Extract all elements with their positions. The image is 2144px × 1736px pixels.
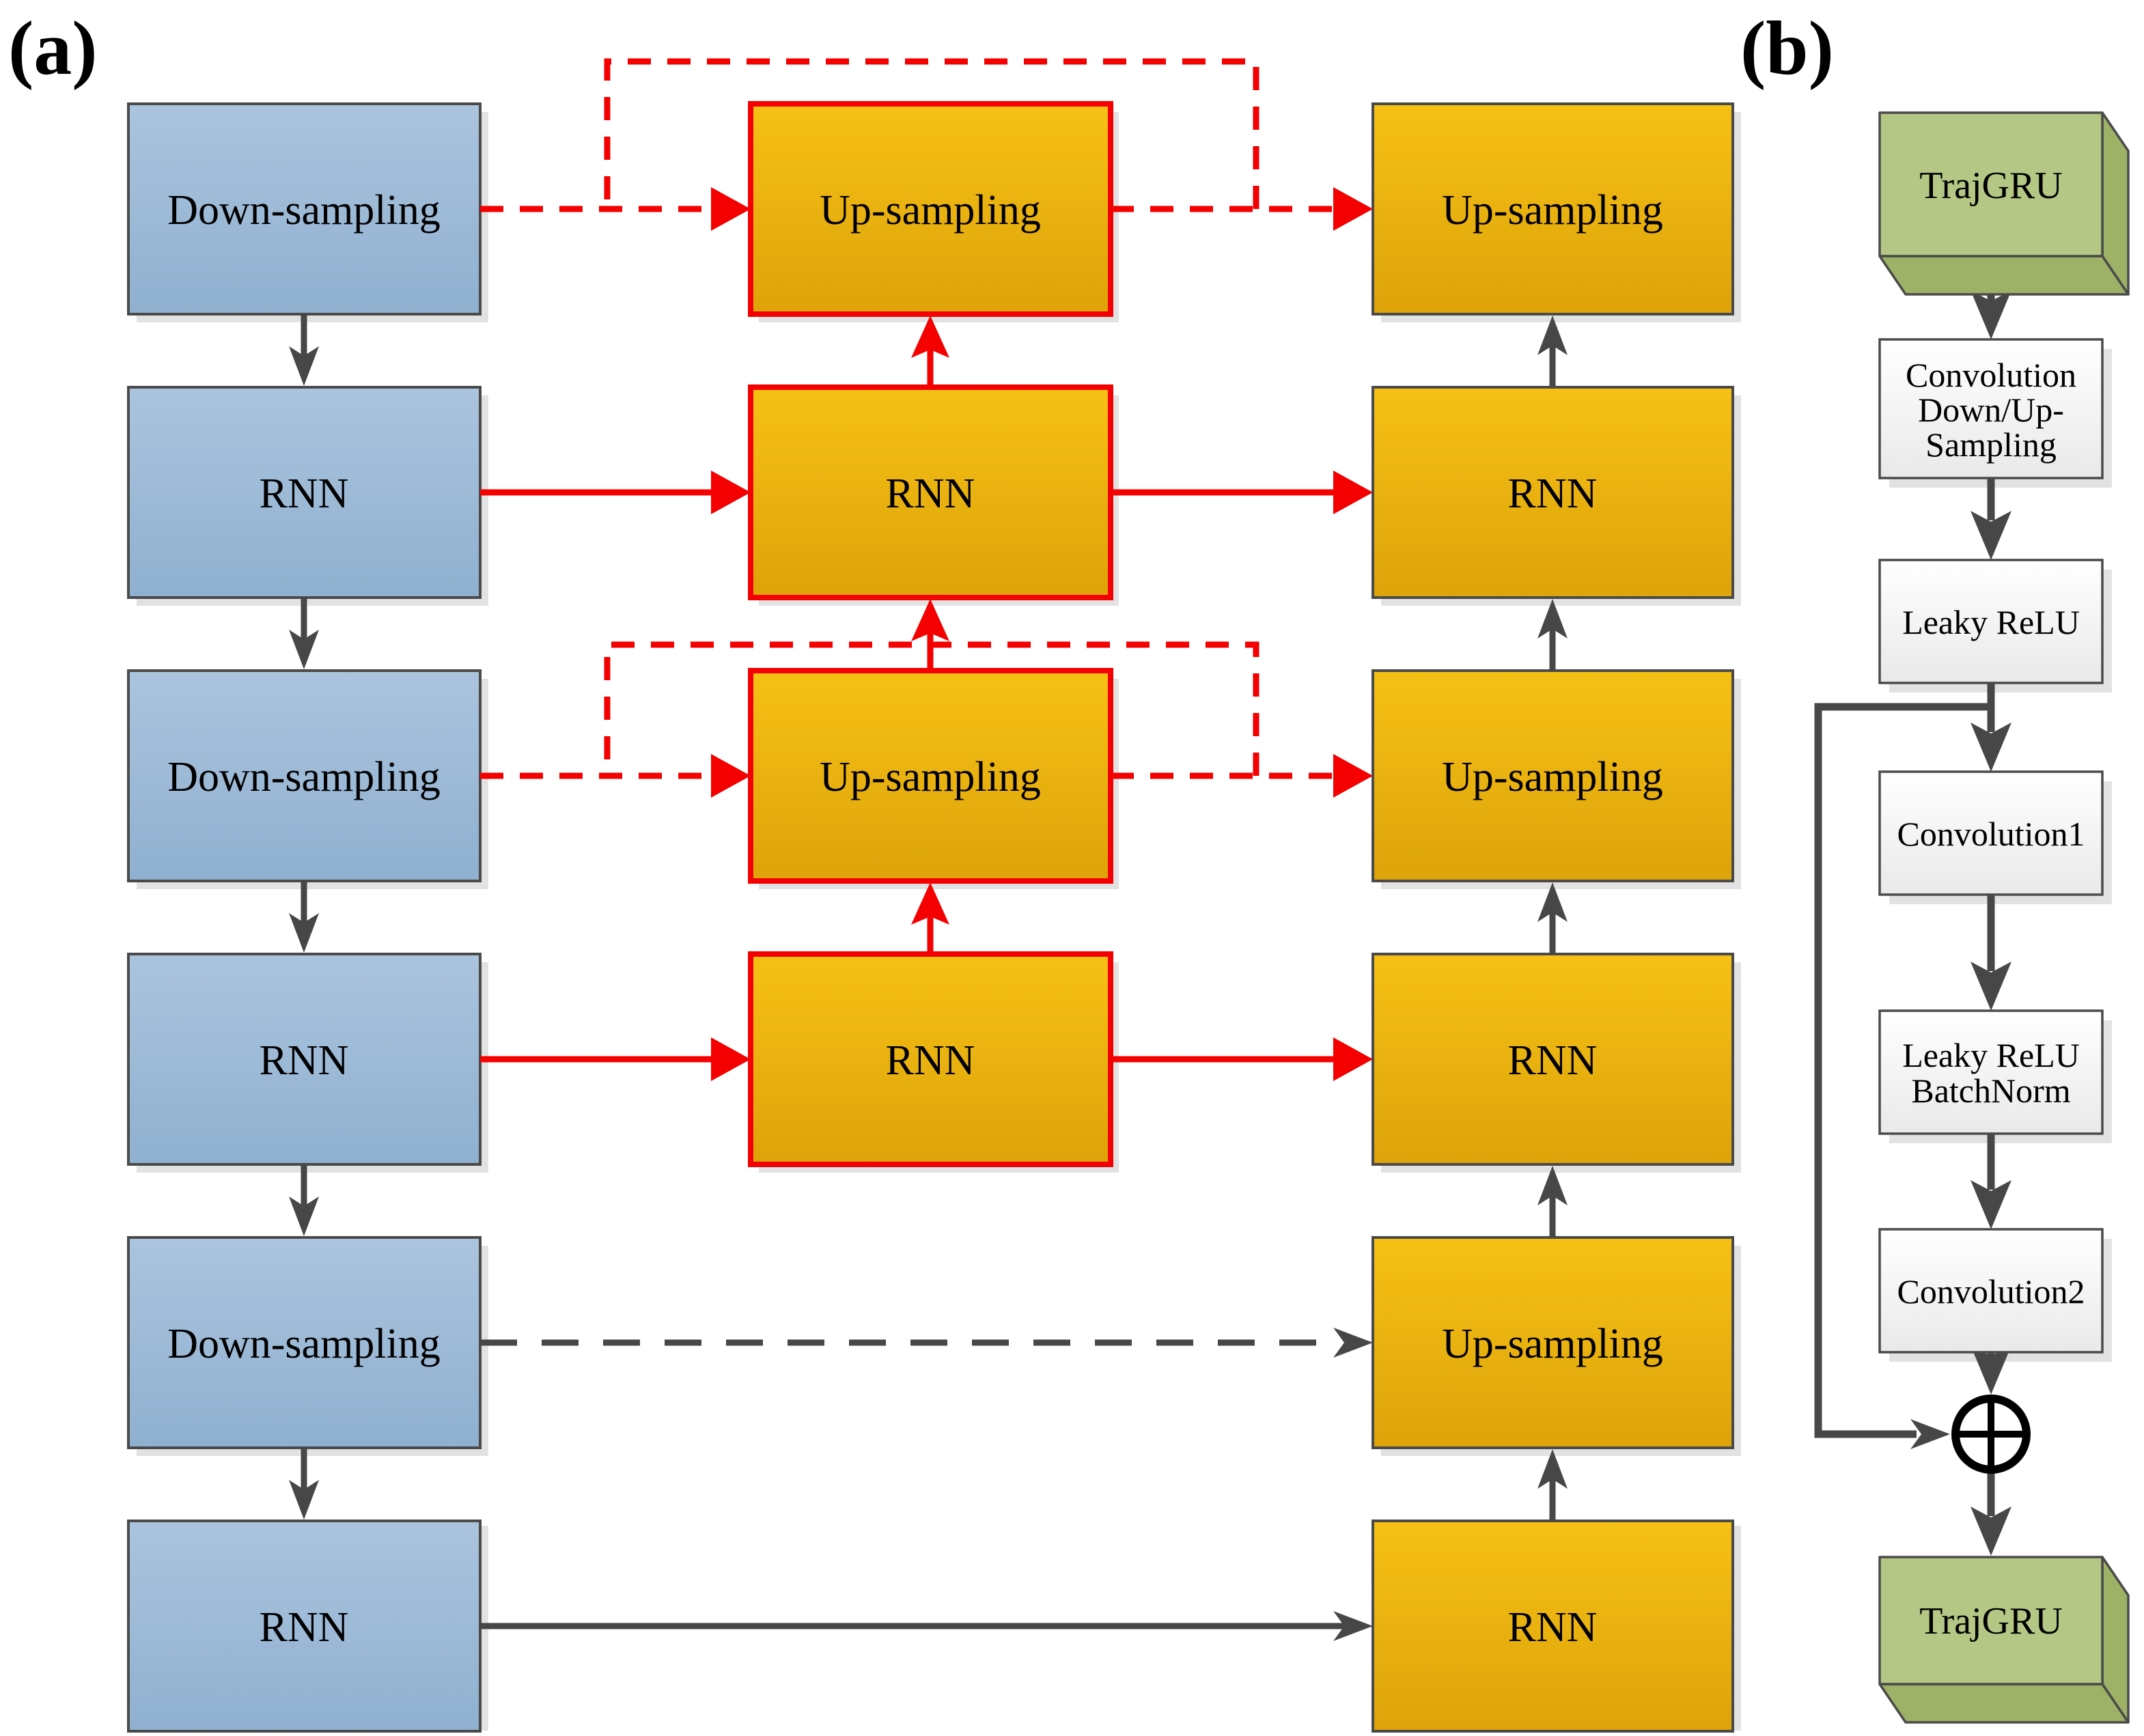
output-rnn3-box — [1372, 1520, 1734, 1733]
encoder-rnn3-label: RNN — [260, 1604, 349, 1651]
encoder-downsampling3-label: Down-sampling — [167, 1321, 441, 1367]
encoder-rnn2-label: RNN — [260, 1037, 349, 1084]
trajgru-top-box — [1878, 111, 2104, 257]
encoder-rnn1-label: RNN — [260, 471, 349, 517]
encoder-downsampling2-box — [127, 669, 482, 882]
output-upsampling3-box — [1372, 1236, 1734, 1449]
panel-a-label: (a) — [8, 6, 98, 91]
output-rnn1-box — [1372, 386, 1734, 599]
labels: (a) (b) Down-sampling RNN Down-sampling … — [8, 6, 2085, 1651]
leaky-relu-batchnorm-label-line2: BatchNorm — [1911, 1072, 2070, 1110]
convolution1-label: Convolution1 — [1897, 815, 2085, 853]
conv-sampling-box — [1878, 338, 2104, 479]
middle-upsampling1-label: Up-sampling — [820, 187, 1041, 234]
middle-column — [748, 101, 1113, 1167]
trajgru-top-bottom-face — [1878, 255, 2130, 296]
residual-block-boxes — [1878, 338, 2104, 1354]
trajgru-boxes — [1878, 111, 2130, 1724]
output-rnn1-label: RNN — [1508, 471, 1598, 517]
encoder-downsampling1-label: Down-sampling — [167, 187, 441, 234]
leaky-relu-box — [1878, 559, 2104, 684]
encoder-column — [127, 102, 482, 1733]
output-rnn2-label: RNN — [1508, 1037, 1598, 1084]
encoder-downsampling2-label: Down-sampling — [167, 754, 441, 800]
output-upsampling1-label: Up-sampling — [1442, 187, 1663, 234]
convolution1-box — [1878, 770, 2104, 896]
trajgru-bottom-bottom-face — [1878, 1683, 2130, 1724]
conv-sampling-label-line3: Sampling — [1925, 425, 2057, 464]
convolution2-label: Convolution2 — [1897, 1272, 2085, 1311]
leaky-relu-label: Leaky ReLU — [1902, 603, 2080, 641]
panel-b-label: (b) — [1740, 6, 1834, 91]
output-upsampling2-label: Up-sampling — [1442, 754, 1663, 800]
conv-sampling-label-line2: Down/Up- — [1918, 391, 2064, 429]
middle-rnn2-box — [748, 951, 1113, 1167]
convolution2-box — [1878, 1228, 2104, 1354]
dark-arrow-heads — [289, 290, 2011, 1641]
encoder-rnn3-box — [127, 1520, 482, 1733]
encoder-downsampling3-box — [127, 1236, 482, 1449]
leaky-relu-batchnorm-label-line1: Leaky ReLU — [1902, 1036, 2080, 1074]
middle-rnn1-label: RNN — [886, 471, 975, 517]
middle-rnn2-label: RNN — [886, 1037, 975, 1084]
encoder-rnn2-box — [127, 953, 482, 1166]
red-arrow-heads — [711, 187, 1373, 1081]
leaky-relu-batchnorm-box — [1878, 1009, 2104, 1135]
output-upsampling3-label: Up-sampling — [1442, 1321, 1663, 1367]
middle-upsampling2-label: Up-sampling — [820, 754, 1041, 800]
middle-rnn1-box — [748, 384, 1113, 600]
trajgru-top-label: TrajGRU — [1919, 165, 2063, 207]
trajgru-bottom-box — [1878, 1556, 2104, 1685]
middle-upsampling1-box — [748, 101, 1113, 317]
encoder-rnn1-box — [127, 386, 482, 599]
output-rnn3-label: RNN — [1508, 1604, 1598, 1651]
encoder-downsampling1-box — [127, 102, 482, 316]
output-upsampling2-box — [1372, 669, 1734, 882]
sum-icon — [1951, 1395, 2031, 1474]
conv-sampling-label-line1: Convolution — [1906, 356, 2076, 394]
red-arrow-shafts — [480, 58, 1337, 1063]
trajgru-bottom-label: TrajGRU — [1919, 1600, 2063, 1642]
